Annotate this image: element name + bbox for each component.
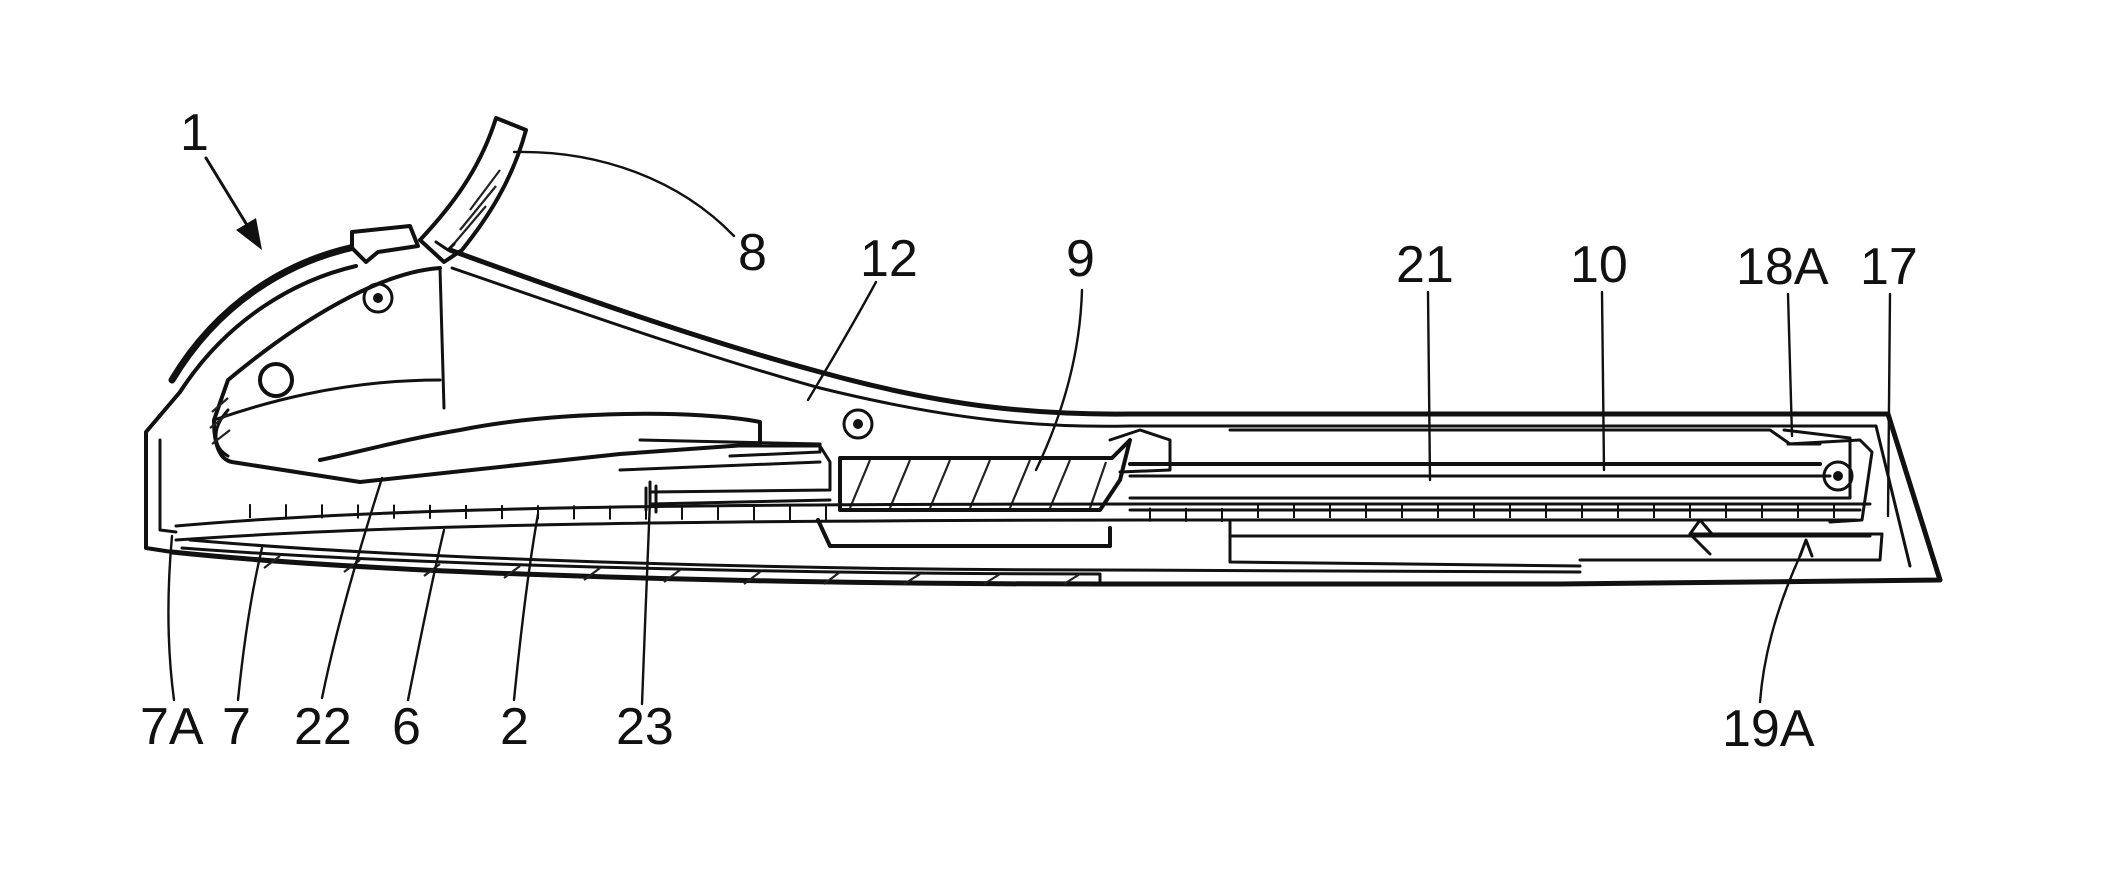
label-7: 7 [222, 698, 251, 756]
label-8: 8 [738, 224, 767, 282]
label-10: 10 [1570, 236, 1628, 294]
label-12: 12 [860, 230, 918, 288]
label-19A: 19A [1722, 700, 1815, 758]
internal-rails [1130, 430, 1872, 522]
label-6: 6 [392, 698, 421, 756]
housing-outer-shell [146, 248, 1940, 584]
pivot-pin-middle-center [853, 419, 863, 429]
label-21: 21 [1396, 236, 1454, 294]
pivot-pin-large [260, 364, 292, 396]
label-2: 2 [500, 698, 529, 756]
linkage-rails [620, 430, 1170, 504]
reference-arrow [206, 158, 262, 250]
label-22: 22 [294, 698, 352, 756]
label-9: 9 [1066, 230, 1095, 288]
lower-carriage [818, 520, 1882, 566]
lever-part [352, 118, 526, 262]
pivot-pin-upper-center [373, 293, 383, 303]
label-17: 17 [1860, 238, 1918, 296]
label-23: 23 [616, 698, 674, 756]
label-1: 1 [180, 104, 209, 162]
pivot-pin-right-center [1833, 471, 1843, 481]
hatched-block [840, 440, 1130, 510]
label-7A: 7A [140, 698, 204, 756]
label-18A: 18A [1736, 238, 1829, 296]
